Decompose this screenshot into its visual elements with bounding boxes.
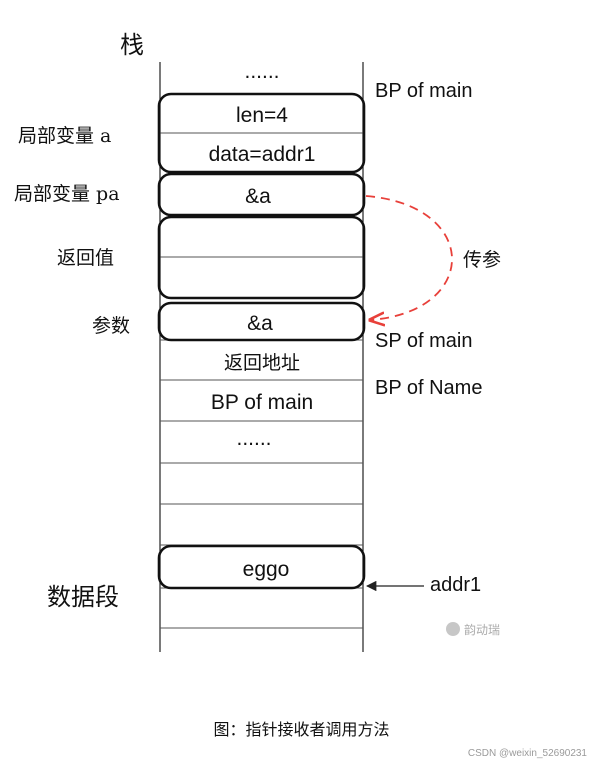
param-box xyxy=(157,301,366,342)
label-param: 参数 xyxy=(92,315,130,337)
pass-param-arrow xyxy=(365,195,453,320)
figure-caption: 图：指针接收者调用方法 xyxy=(213,720,390,739)
cell-param-value: &a xyxy=(247,312,273,335)
label-addr1: addr1 xyxy=(430,574,481,596)
label-bp-of-main: BP of main xyxy=(375,80,472,102)
return-value-box xyxy=(157,215,366,300)
cell-return-addr: 返回地址 xyxy=(224,352,300,374)
cell-bp-main-inner: BP of main xyxy=(211,391,313,414)
label-sp-of-main: SP of main xyxy=(375,330,472,352)
cell-dots-mid: ...... xyxy=(236,427,271,450)
logo-text: 韵动瑞 xyxy=(464,622,501,637)
cell-dots-top: ...... xyxy=(244,60,279,83)
label-return-value: 返回值 xyxy=(57,247,114,269)
cell-eggo: eggo xyxy=(243,558,290,581)
local-a-box xyxy=(157,92,366,174)
cell-len: len=4 xyxy=(236,104,288,127)
data-segment-title: 数据段 xyxy=(47,583,119,611)
local-pa-box xyxy=(157,172,366,217)
cell-data: data=addr1 xyxy=(209,143,316,166)
label-bp-of-name: BP of Name xyxy=(375,377,482,399)
cell-pa-value: &a xyxy=(245,185,271,208)
stack-title: 栈 xyxy=(120,31,144,59)
label-local-a: 局部变量 a xyxy=(18,125,111,147)
eggo-box xyxy=(157,544,366,590)
label-pass-param: 传参 xyxy=(463,249,501,271)
csdn-watermark: CSDN @weixin_52690231 xyxy=(467,748,587,759)
logo-icon xyxy=(446,622,460,636)
label-local-pa: 局部变量 pa xyxy=(14,183,120,205)
watermark-logo: 韵动瑞 xyxy=(446,620,526,638)
